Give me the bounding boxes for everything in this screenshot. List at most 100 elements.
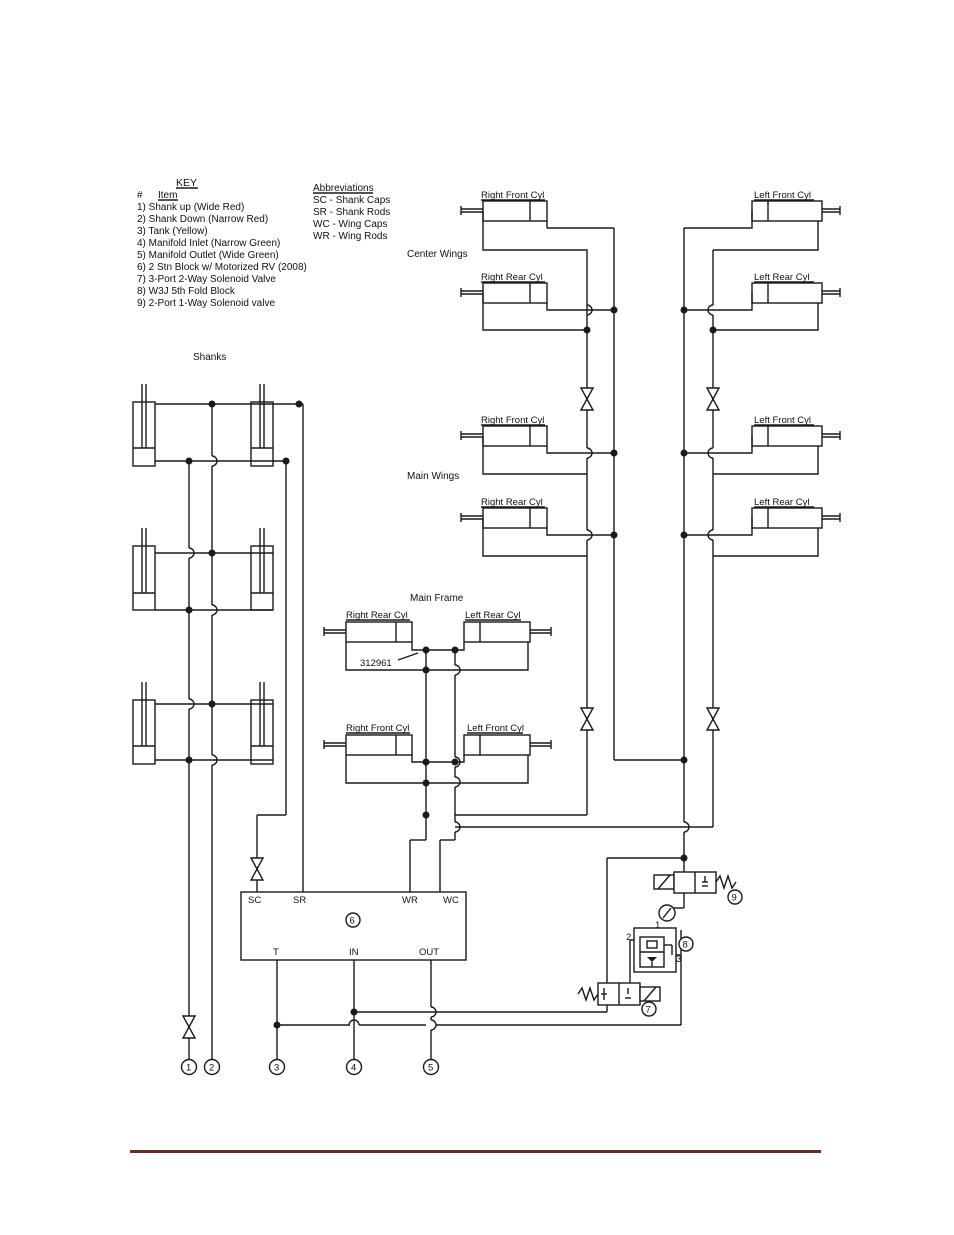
shank-cylinder <box>250 528 274 611</box>
wing-cylinder-left-front-center: Left Front Cyl <box>751 190 841 222</box>
frame-cylinder-left-front: Left Front Cyl <box>463 723 552 756</box>
wing-junctions <box>583 306 717 862</box>
wing-hoses-right <box>482 211 614 557</box>
part-number: 312961 <box>360 658 392 669</box>
terminal-3: 3 <box>268 1058 286 1076</box>
port-2-label: 2 <box>626 932 631 943</box>
port-sc: SC <box>248 895 261 906</box>
footer-rule <box>130 1150 821 1153</box>
key-legend: KEY # Item 1) Shank up (Wide Red) 2) Sha… <box>137 177 307 309</box>
cylinder-label: Right Rear Cyl <box>481 272 543 283</box>
wing-hoses-left <box>684 211 819 557</box>
cylinder-label: Right Front Cyl <box>346 723 409 734</box>
wing-cylinder-right-front-main: Right Front Cyl <box>460 415 548 447</box>
frame-cylinder-right-rear: Right Rear Cyl <box>323 610 413 643</box>
cylinder-label: Left Rear Cyl <box>465 610 520 621</box>
port-wc: WC <box>443 895 459 906</box>
frame-hoses <box>345 642 529 892</box>
abbreviation: SR - Shank Rods <box>313 207 390 218</box>
key-item: 8) W3J 5th Fold Block <box>137 286 236 297</box>
frame-cylinder-left-rear: Left Rear Cyl <box>463 610 552 643</box>
block-8-number: 8 <box>683 940 688 951</box>
valve-lines <box>606 857 685 983</box>
block-number: 6 <box>350 916 355 927</box>
svg-text:1: 1 <box>186 1063 191 1074</box>
needle-valve-587-lower <box>579 707 595 731</box>
wing-cylinder-right-rear-main: Right Rear Cyl <box>460 497 548 529</box>
section-main-wings: Main Wings <box>407 471 459 482</box>
wing-cylinder-left-front-main: Left Front Cyl <box>751 415 841 447</box>
cylinder-label: Right Front Cyl <box>481 415 544 426</box>
key-col-item: Item <box>158 190 177 201</box>
svg-text:2: 2 <box>209 1063 214 1074</box>
terminal-4: 4 <box>345 1058 363 1076</box>
abbreviations: Abbreviations SC - Shank Caps SR - Shank… <box>313 183 390 242</box>
fold-block-8: 1 2 3 8 <box>626 904 694 973</box>
section-main-frame: Main Frame <box>410 593 464 604</box>
abbreviation: WR - Wing Rods <box>313 231 387 242</box>
cylinder-label: Right Front Cyl <box>481 190 544 201</box>
svg-text:5: 5 <box>428 1063 433 1074</box>
shank-cylinder <box>132 682 156 765</box>
shank-cylinder <box>132 528 156 611</box>
terminal-5: 5 <box>422 1058 440 1076</box>
key-item: 4) Manifold Inlet (Narrow Green) <box>137 238 280 249</box>
port-t: T <box>273 947 279 958</box>
solenoid-valve-9: 9 <box>653 871 743 905</box>
port-in: IN <box>349 947 359 958</box>
wing-trunks <box>455 228 714 858</box>
cylinder-label: Left Rear Cyl <box>754 272 809 283</box>
key-item: 3) Tank (Yellow) <box>137 226 208 237</box>
key-item: 5) Manifold Outlet (Wide Green) <box>137 250 279 261</box>
needle-valve-713-upper <box>705 387 721 411</box>
abbreviations-title: Abbreviations <box>313 183 374 194</box>
needle-valve-sc <box>249 857 265 881</box>
shank-cylinder <box>250 384 274 467</box>
section-shanks: Shanks <box>193 352 226 363</box>
cylinder-label: Left Front Cyl <box>754 190 811 201</box>
key-item: 7) 3-Port 2-Way Solenoid Valve <box>137 274 276 285</box>
cylinder-label: Left Front Cyl <box>467 723 524 734</box>
wing-cylinder-left-rear-main: Left Rear Cyl <box>751 497 841 529</box>
valve-9-number: 9 <box>732 893 737 904</box>
wing-cylinder-left-rear-center: Left Rear Cyl <box>751 272 841 304</box>
terminals: 1 2 3 4 5 <box>180 1058 440 1076</box>
solenoid-valve-7: 7 <box>577 982 661 1017</box>
needle-valve-713-lower <box>705 707 721 731</box>
terminal-2: 2 <box>203 1058 221 1076</box>
shank-cylinder <box>250 682 274 765</box>
terminal-1: 1 <box>180 1058 198 1076</box>
key-col-num: # <box>137 190 143 201</box>
wing-cylinder-right-front-center: Right Front Cyl <box>460 190 548 222</box>
port-wr: WR <box>402 895 418 906</box>
shank-cylinder <box>132 384 156 467</box>
port-sr: SR <box>293 895 306 906</box>
abbreviation: WC - Wing Caps <box>313 219 387 230</box>
port-1-label: 1 <box>655 920 660 931</box>
cylinder-label: Right Rear Cyl <box>346 610 408 621</box>
needle-valve-shank-up <box>181 1015 197 1039</box>
port-3-label: 3 <box>676 954 681 965</box>
frame-cylinder-right-front: Right Front Cyl <box>323 723 413 756</box>
shank-hoses <box>155 400 304 1059</box>
wing-cylinder-right-rear-center: Right Rear Cyl <box>460 272 548 304</box>
key-item: 9) 2-Port 1-Way Solenoid valve <box>137 298 275 309</box>
key-item: 1) Shank up (Wide Red) <box>137 202 244 213</box>
cylinder-label: Right Rear Cyl <box>481 497 543 508</box>
key-item: 6) 2 Stn Block w/ Motorized RV (2008) <box>137 262 307 273</box>
key-title: KEY <box>176 177 197 189</box>
manifold-block: SC SR WR WC 6 T IN OUT <box>240 891 467 961</box>
abbreviation: SC - Shank Caps <box>313 195 390 206</box>
svg-text:3: 3 <box>274 1063 279 1074</box>
cylinder-label: Left Front Cyl <box>754 415 811 426</box>
key-item: 2) Shank Down (Narrow Red) <box>137 214 268 225</box>
needle-valve-587-upper <box>579 387 595 411</box>
shank-cylinders <box>132 384 274 765</box>
cylinder-label: Left Rear Cyl <box>754 497 809 508</box>
valve-7-number: 7 <box>646 1005 651 1016</box>
svg-text:4: 4 <box>351 1063 356 1074</box>
port-out: OUT <box>419 947 439 958</box>
section-center-wings: Center Wings <box>407 249 468 260</box>
